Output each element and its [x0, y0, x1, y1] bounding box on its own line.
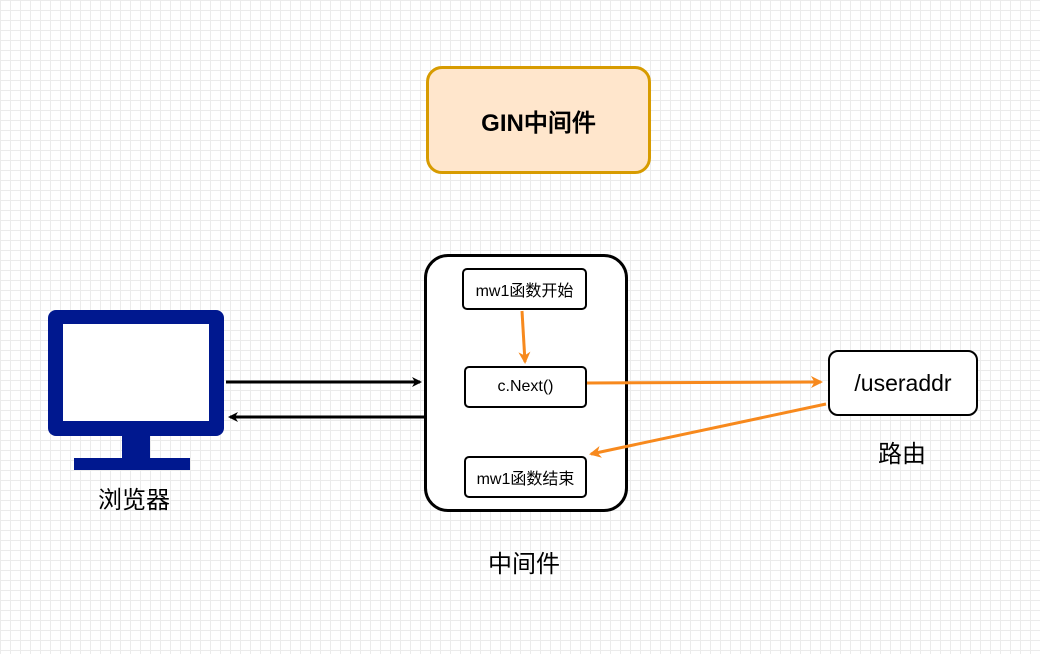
route-path: /useraddr [854, 369, 952, 396]
step-mw1-end: mw1函数结束 [464, 456, 587, 498]
route-label: 路由 [878, 441, 926, 468]
monitor-icon [48, 310, 224, 470]
step-mw1-start-label: mw1函数开始 [475, 283, 574, 300]
middleware-label: 中间件 [488, 551, 560, 578]
diagram-title-text: GIN中间件 [481, 109, 596, 137]
diagram-title: GIN中间件 [426, 66, 651, 174]
step-mw1-end-label: mw1函数结束 [476, 471, 575, 488]
route-box: /useraddr [828, 350, 978, 416]
step-c-next: c.Next() [464, 366, 587, 408]
browser-label: 浏览器 [98, 487, 170, 514]
step-c-next-label: c.Next() [497, 378, 554, 395]
step-mw1-start: mw1函数开始 [462, 268, 587, 310]
